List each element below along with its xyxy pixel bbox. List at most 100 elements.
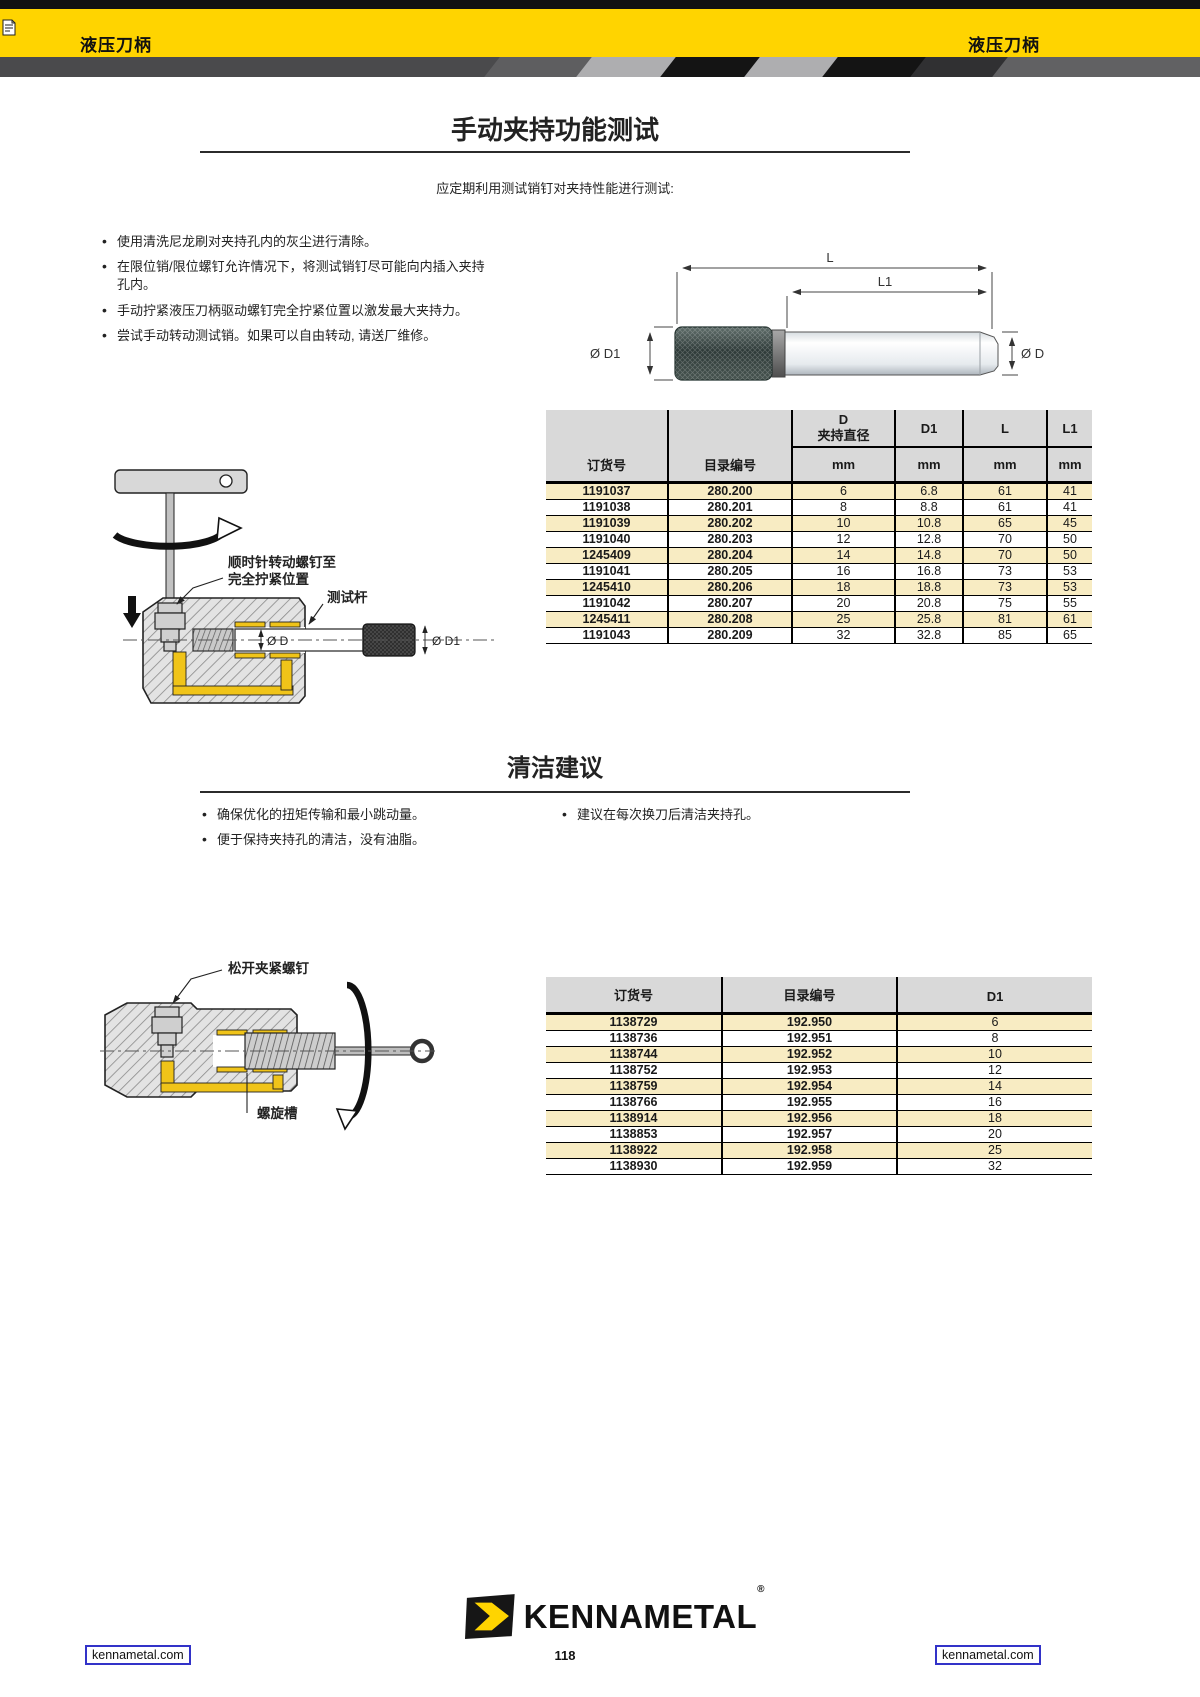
loosen-screw-label: 松开夹紧螺钉 — [228, 960, 309, 976]
dim-l-label: L — [826, 250, 833, 265]
table-cell: 10.8 — [894, 514, 963, 531]
kennametal-k-icon — [465, 1594, 515, 1639]
spiral-groove-label: 螺旋槽 — [257, 1105, 298, 1121]
table-cell: 25 — [791, 610, 895, 627]
table-cell: 192.953 — [721, 1061, 897, 1078]
col-header-d1: D1 — [896, 977, 1092, 1015]
table-cell: 192.956 — [721, 1109, 897, 1126]
table-cell: 25.8 — [894, 610, 963, 627]
table-cell: 55 — [1046, 594, 1092, 611]
table-cell: 1191041 — [546, 562, 668, 579]
clamping-test-drawing: Ø D Ø D1 顺时针转动螺钉至 完全拧紧位置 测试杆 — [112, 469, 495, 704]
pin-body — [674, 326, 999, 381]
decorative-stripe — [0, 57, 1200, 77]
table-cell: 18.8 — [894, 578, 963, 595]
footer-link-right[interactable]: kennametal.com — [935, 1645, 1041, 1665]
registered-mark: ® — [757, 1584, 765, 1595]
table-cell: 41 — [1046, 481, 1092, 499]
table-cell: 6 — [896, 1012, 1092, 1030]
cleaning-list-left: 确保优化的扭矩传输和最小跳动量。 便于保持夹持孔的清洁，没有油脂。 — [200, 805, 530, 856]
table-cell: 1191039 — [546, 514, 668, 531]
header-title-right: 液压刀柄 — [968, 36, 1040, 55]
table-cell: 1245410 — [546, 578, 668, 595]
table-cell: 50 — [1046, 530, 1092, 547]
page-note-icon — [2, 19, 16, 36]
down-arrow — [123, 596, 141, 628]
table-cell: 1138853 — [546, 1125, 722, 1142]
table-cell: 1245409 — [546, 546, 668, 563]
dimension-lines — [646, 264, 1018, 381]
table-cell: 14 — [791, 546, 895, 563]
page-number: 118 — [554, 1648, 576, 1663]
list-item: 使用清洗尼龙刷对夹持孔内的灰尘进行清除。 — [100, 232, 495, 252]
table-cell: 192.950 — [721, 1012, 897, 1030]
table-cell: 1138914 — [546, 1109, 722, 1126]
footer-link-left[interactable]: kennametal.com — [85, 1645, 191, 1665]
table-cell: 12.8 — [894, 530, 963, 547]
col-header-order-no: 订货号 — [546, 977, 722, 1015]
table-cell: 18 — [896, 1109, 1092, 1126]
table-cell: 70 — [962, 530, 1047, 547]
table-cell: 45 — [1046, 514, 1092, 531]
clamp-screw — [154, 602, 186, 652]
section2-title: 清洁建议 — [507, 755, 603, 782]
table-cell: 192.957 — [721, 1125, 897, 1142]
col-header-d1: D1 — [894, 410, 963, 448]
table-cell: 50 — [1046, 546, 1092, 563]
table-cell: 280.200 — [667, 481, 792, 499]
table-cell: 1138729 — [546, 1012, 722, 1030]
list-item: 在限位销/限位螺钉允许情况下，将测试销钉尽可能向内插入夹持孔内。 — [100, 257, 495, 294]
unit-mm: mm — [962, 447, 1047, 484]
table-cell: 280.208 — [667, 610, 792, 627]
cleaning-list-right: 建议在每次换刀后清洁夹持孔。 — [560, 805, 890, 831]
table-cell: 12 — [896, 1061, 1092, 1078]
table-cell: 75 — [962, 594, 1047, 611]
table-cell: 61 — [962, 481, 1047, 499]
table-cell: 73 — [962, 578, 1047, 595]
list-item: 建议在每次换刀后清洁夹持孔。 — [560, 805, 890, 825]
table-cell: 61 — [1046, 610, 1092, 627]
test-instructions-list: 使用清洗尼龙刷对夹持孔内的灰尘进行清除。 在限位销/限位螺钉允许情况下，将测试销… — [100, 232, 495, 352]
section1-subtitle: 应定期利用测试销钉对夹持性能进行测试: — [436, 181, 674, 196]
table-cell: 53 — [1046, 562, 1092, 579]
dim-l1-label: L1 — [878, 274, 892, 289]
table-cell: 10 — [896, 1045, 1092, 1062]
table-cell: 25 — [896, 1141, 1092, 1158]
section2-rule — [200, 791, 910, 793]
table-cell: 10 — [791, 514, 895, 531]
col-header-d-sub: 夹持直径 — [817, 428, 870, 443]
section1-title: 手动夹持功能测试 — [450, 115, 659, 145]
table-cell: 85 — [962, 626, 1047, 644]
header-band: 液压刀柄 液压刀柄 — [0, 9, 1200, 57]
table-cell: 65 — [1046, 626, 1092, 644]
unit-mm: mm — [1046, 447, 1092, 484]
test-pin-drawing: L L1 Ø D1 Ø D — [590, 250, 1044, 381]
table-cell: 14 — [896, 1077, 1092, 1094]
table-cell: 70 — [962, 546, 1047, 563]
table-cell: 6 — [791, 481, 895, 499]
table-cell: 8.8 — [894, 498, 963, 515]
table-cell: 73 — [962, 562, 1047, 579]
table-cell: 192.954 — [721, 1077, 897, 1094]
unit-mm: mm — [791, 447, 895, 484]
table-cell: 1138766 — [546, 1093, 722, 1110]
table-cell: 280.204 — [667, 546, 792, 563]
table-cell: 280.203 — [667, 530, 792, 547]
table-cell: 32.8 — [894, 626, 963, 644]
table-cell: 192.958 — [721, 1141, 897, 1158]
section1-rule — [200, 151, 910, 153]
